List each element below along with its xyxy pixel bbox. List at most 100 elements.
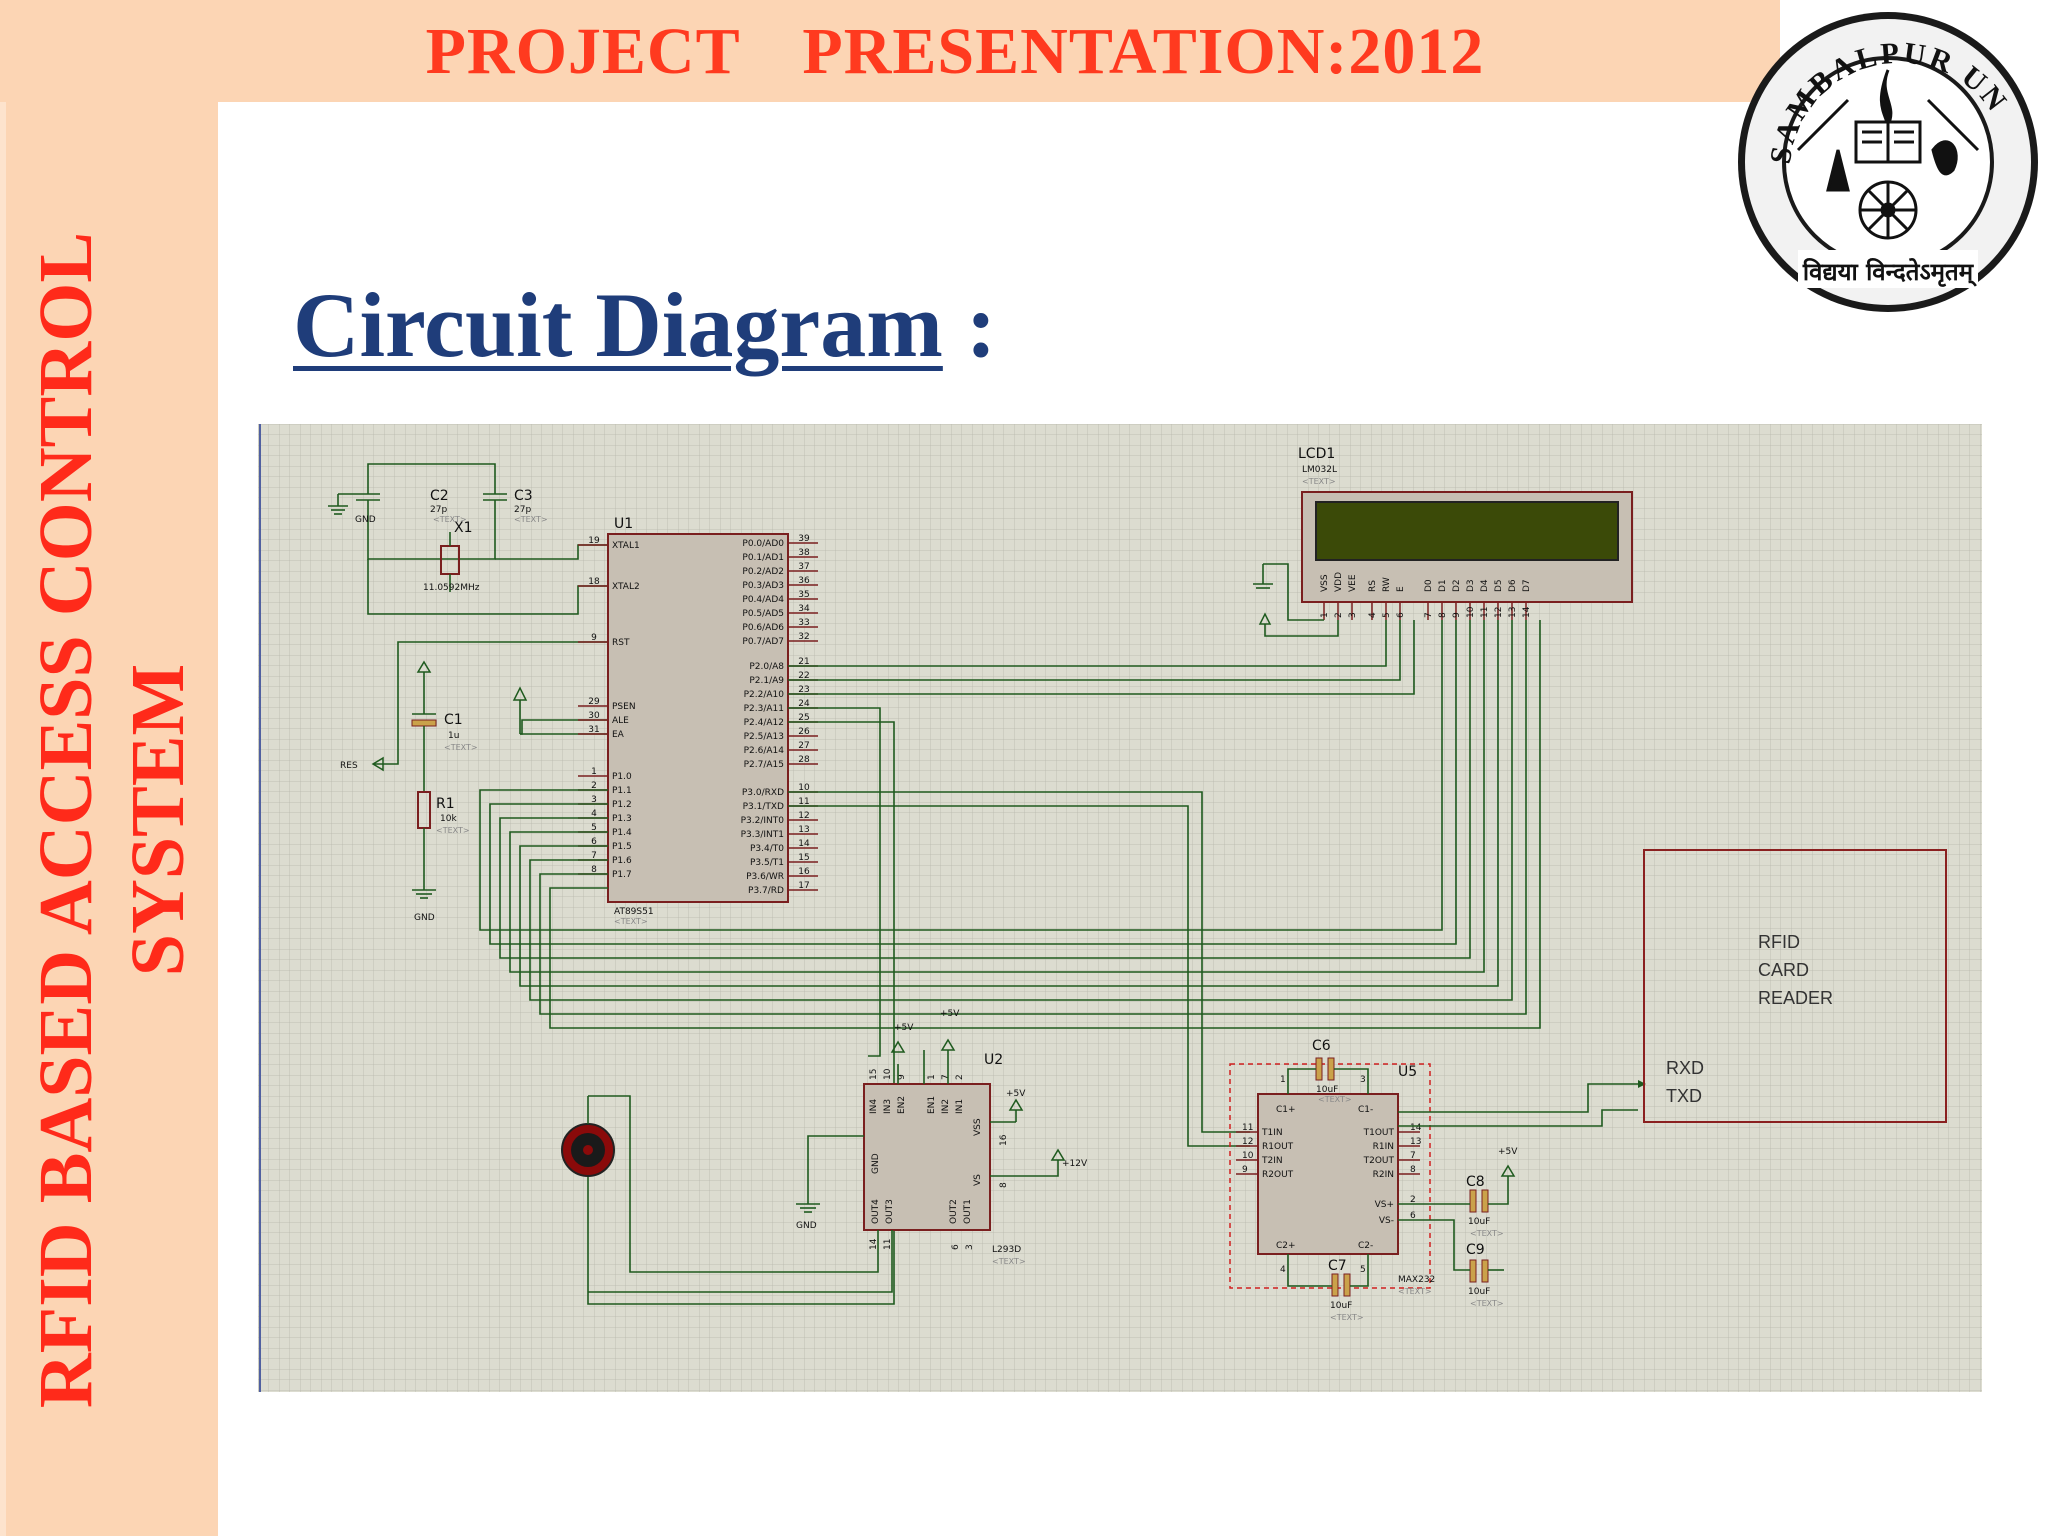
u5-pin-number: 2 xyxy=(1410,1195,1416,1205)
svg-text:LCD1: LCD1 xyxy=(1298,446,1335,462)
lcd-pin-number: 3 xyxy=(1348,612,1358,618)
u5-pin-number: 13 xyxy=(1410,1137,1421,1147)
u1-pin-number: 6 xyxy=(591,837,597,847)
u1-pin-number: 21 xyxy=(798,657,809,667)
sidebar-panel xyxy=(0,102,218,1536)
slide-heading-colon: : xyxy=(965,274,997,376)
u1-pin-name: XTAL2 xyxy=(612,582,640,592)
u1-pin-number: 19 xyxy=(588,536,600,546)
u1-pin-name: P2.3/A11 xyxy=(744,704,784,714)
svg-text:27p: 27p xyxy=(514,505,531,515)
svg-text:U2: U2 xyxy=(984,1052,1003,1068)
project-title: RFID BASED ACCESS CONTROL SYSTEM xyxy=(20,120,204,1520)
lcd-pin-number: 8 xyxy=(1438,612,1448,618)
u5-pin-number: 14 xyxy=(1410,1123,1422,1133)
svg-text:<TEXT>: <TEXT> xyxy=(433,515,467,524)
u1-pin-number: 5 xyxy=(591,823,597,833)
u2-pin-name: VS xyxy=(973,1174,983,1186)
u1-pin-number: 2 xyxy=(591,781,597,791)
svg-text:+5V: +5V xyxy=(1498,1147,1518,1157)
u5-pin-number: 9 xyxy=(1242,1165,1248,1175)
u1-pin-number: 23 xyxy=(798,685,809,695)
sidebar-edge xyxy=(0,102,6,1536)
u2-pin-number: 2 xyxy=(955,1074,965,1080)
lcd-pin-number: 9 xyxy=(1452,612,1462,618)
u1-pin-number: 18 xyxy=(588,577,600,587)
u1-pin-number: 35 xyxy=(798,590,809,600)
u1-pin-name: P3.0/RXD xyxy=(742,788,784,798)
svg-text:10uF: 10uF xyxy=(1316,1085,1338,1095)
u2-pin-name: IN2 xyxy=(941,1099,951,1114)
svg-text:<TEXT>: <TEXT> xyxy=(1470,1299,1504,1308)
u5-pin-name: R1IN xyxy=(1373,1142,1394,1152)
u2-pin-number: 3 xyxy=(965,1244,975,1250)
lcd-pin-name: D2 xyxy=(1452,579,1462,592)
u5-pin-name: T2OUT xyxy=(1363,1156,1395,1166)
presentation-title: PROJECT PRESENTATION:2012 xyxy=(425,15,1485,88)
u5-pin-number: 6 xyxy=(1410,1211,1416,1221)
u5-pin-number: 5 xyxy=(1360,1265,1366,1275)
u1-pin-name: P1.5 xyxy=(612,842,632,852)
u1-pin-number: 38 xyxy=(798,548,810,558)
u2-pin-name: IN3 xyxy=(883,1099,893,1114)
svg-text:C3: C3 xyxy=(514,488,533,504)
u1-pin-name: P0.4/AD4 xyxy=(742,595,784,605)
u2-pin-name: OUT3 xyxy=(885,1199,895,1224)
u5-pin-name: C1- xyxy=(1358,1105,1373,1115)
svg-text:1u: 1u xyxy=(448,731,459,741)
u1-pin-name: P1.0 xyxy=(612,772,632,782)
lcd-pin-name: RW xyxy=(1382,577,1392,592)
lcd-pin-name: D5 xyxy=(1494,579,1504,592)
lcd-pin-number: 11 xyxy=(1480,607,1490,618)
u5-pin-name: T1OUT xyxy=(1363,1128,1395,1138)
u1-pin-number: 28 xyxy=(798,755,810,765)
u5-pin-name: VS- xyxy=(1379,1216,1394,1226)
u1-pin-number: 33 xyxy=(798,618,809,628)
u1-pin-name: P3.4/T0 xyxy=(750,844,784,854)
u1-pin-number: 37 xyxy=(798,562,809,572)
u2-pin-name: OUT2 xyxy=(949,1199,959,1224)
u1-pin-number: 8 xyxy=(591,865,597,875)
svg-text:AT89S51: AT89S51 xyxy=(614,907,654,917)
u5-pin-number: 3 xyxy=(1360,1075,1366,1085)
u2-pin-name: GND xyxy=(871,1153,881,1174)
svg-text:C2: C2 xyxy=(430,488,449,504)
u1-pin-number: 17 xyxy=(798,881,809,891)
u1-pin-name: P3.1/TXD xyxy=(743,802,784,812)
u1-pin-name: P3.3/INT1 xyxy=(741,830,784,840)
svg-text:GND: GND xyxy=(796,1221,817,1231)
lcd-pin-name: VSS xyxy=(1320,574,1330,592)
u5-pin-number: 1 xyxy=(1280,1075,1286,1085)
svg-text:10k: 10k xyxy=(440,814,457,824)
u1-pin-name: P0.2/AD2 xyxy=(742,567,784,577)
svg-text:10uF: 10uF xyxy=(1468,1217,1490,1227)
logo-emblem xyxy=(1796,69,1980,240)
u1-pin-name: P0.7/AD7 xyxy=(742,637,784,647)
svg-text:<TEXT>: <TEXT> xyxy=(436,826,470,835)
svg-text:<TEXT>: <TEXT> xyxy=(992,1257,1026,1266)
u5-pin-number: 4 xyxy=(1280,1265,1286,1275)
lcd-pin-number: 5 xyxy=(1382,612,1392,618)
lcd-pin-name: VEE xyxy=(1348,574,1358,592)
slide-heading: Circuit Diagram : xyxy=(293,272,996,378)
lcd-pin-number: 6 xyxy=(1396,612,1406,618)
u1-pin-name: P3.6/WR xyxy=(746,872,784,882)
u2-pin-number: 7 xyxy=(941,1074,951,1080)
svg-text:RXD: RXD xyxy=(1666,1058,1704,1078)
lcd-pin-number: 10 xyxy=(1466,606,1476,618)
u1-pin-number: 9 xyxy=(591,633,597,643)
svg-text:27p: 27p xyxy=(430,505,447,515)
u2-pin-number: 11 xyxy=(883,1239,893,1250)
u5-pin-name: R2IN xyxy=(1373,1170,1394,1180)
lcd-pin-number: 7 xyxy=(1424,612,1434,618)
u1-pin-name: P2.2/A10 xyxy=(744,690,785,700)
u1-pin-name: XTAL1 xyxy=(612,541,640,551)
u2-pin-name: EN1 xyxy=(927,1096,937,1114)
u2-pin-name: IN1 xyxy=(955,1099,965,1114)
u1-pin-name: P2.1/A9 xyxy=(749,676,784,686)
u5-pin-number: 10 xyxy=(1242,1151,1254,1161)
u1-pin-name: P1.1 xyxy=(612,786,632,796)
u2-pin-name: EN2 xyxy=(897,1096,907,1114)
reset-section: RES C1 1u <TEXT> R1 10k <TEXT> GND xyxy=(340,641,608,923)
